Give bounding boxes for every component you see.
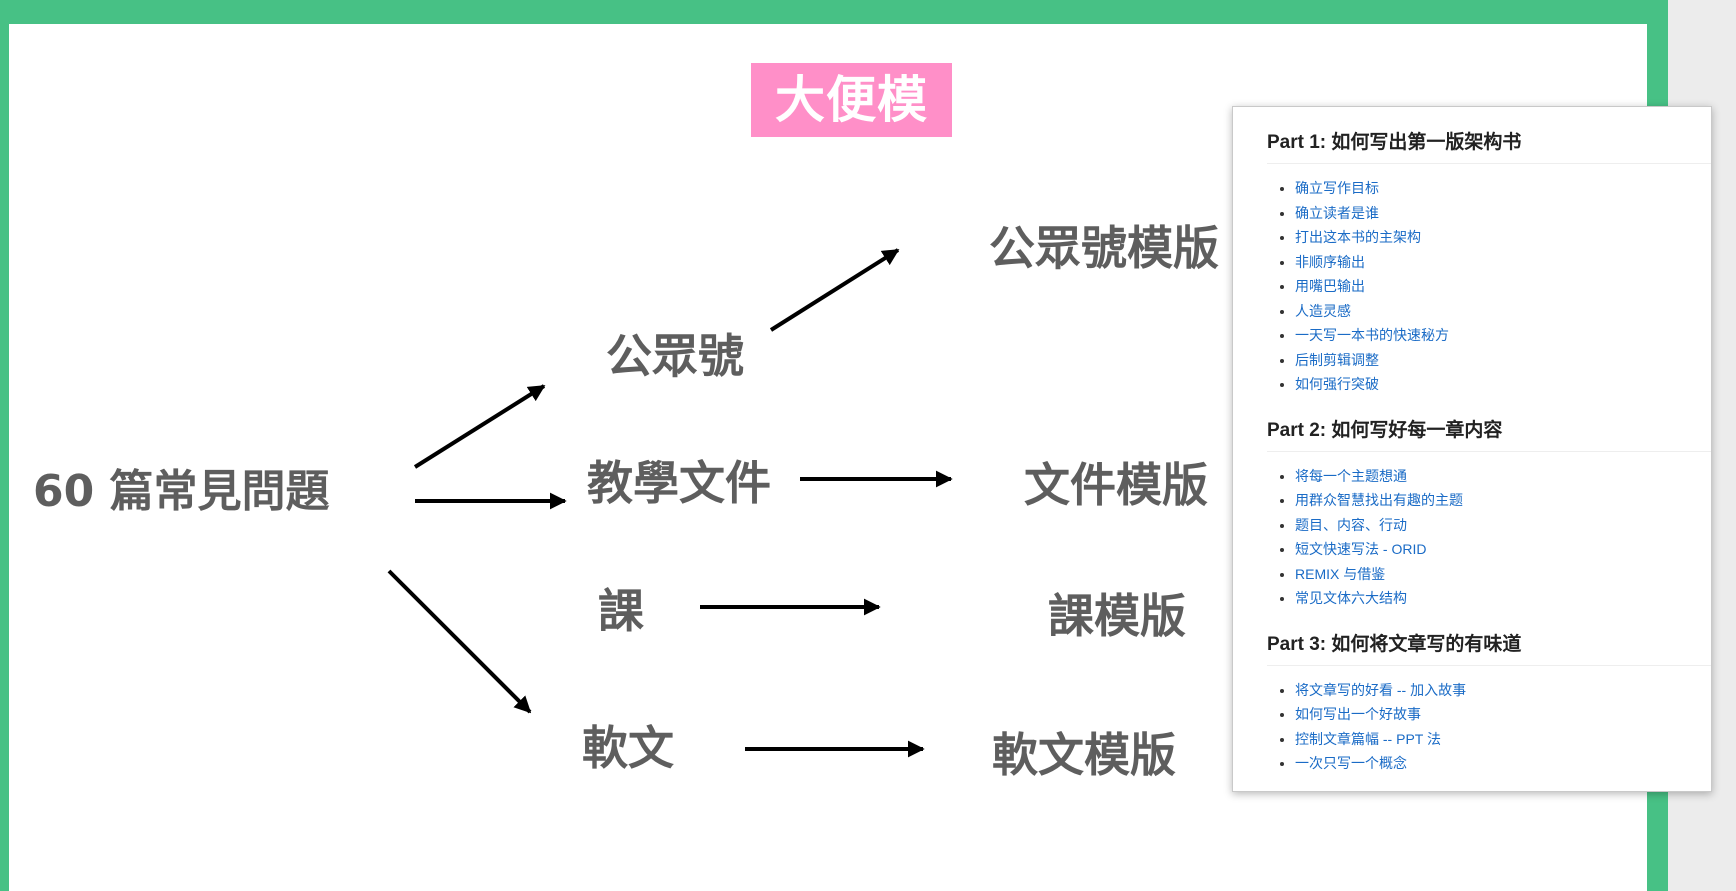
arrow-source-to-softtext bbox=[387, 569, 532, 714]
toc-list-item: REMIX 与借鉴 bbox=[1295, 562, 1711, 587]
toc-link[interactable]: 打出这本书的主架构 bbox=[1295, 229, 1421, 245]
toc-list-item: 打出这本书的主架构 bbox=[1295, 225, 1711, 250]
source-node: 60 篇常見問題 bbox=[33, 466, 330, 517]
toc-list-item: 如何强行突破 bbox=[1295, 372, 1711, 397]
toc-link[interactable]: 非顺序输出 bbox=[1295, 253, 1365, 270]
toc-list-item: 确立读者是谁 bbox=[1295, 201, 1711, 226]
toc-list-item: 题目、内容、行动 bbox=[1295, 513, 1711, 538]
toc-list-item: 短文快速写法 - ORID bbox=[1295, 537, 1711, 562]
arrow-source-to-wechat bbox=[413, 384, 546, 469]
table-of-contents-panel: Part 1: 如何写出第一版架构书 确立写作目标 确立读者是谁 打出这本书的主… bbox=[1232, 106, 1712, 792]
template-node-wechat: 公眾號模版 bbox=[989, 221, 1219, 275]
toc-link[interactable]: REMIX 与借鉴 bbox=[1295, 565, 1386, 582]
toc-link[interactable]: 控制文章篇幅 -- PPT 法 bbox=[1295, 730, 1441, 747]
template-node-course: 課模版 bbox=[1048, 589, 1186, 643]
toc-list-item: 确立写作目标 bbox=[1295, 176, 1711, 201]
toc-section-heading: Part 3: 如何将文章写的有味道 bbox=[1267, 629, 1711, 666]
toc-link[interactable]: 一次只写一个概念 bbox=[1295, 755, 1407, 771]
toc-list-item: 一天写一本书的快速秘方 bbox=[1295, 323, 1711, 348]
channel-node-course: 課 bbox=[598, 584, 644, 638]
toc-link[interactable]: 短文快速写法 - ORID bbox=[1295, 541, 1427, 557]
toc-section-heading: Part 2: 如何写好每一章内容 bbox=[1267, 415, 1711, 452]
channel-node-wechat: 公眾號 bbox=[606, 329, 744, 383]
template-node-doc: 文件模版 bbox=[1024, 458, 1208, 512]
toc-list-item: 控制文章篇幅 -- PPT 法 bbox=[1295, 727, 1711, 752]
toc-list-item: 用嘴巴输出 bbox=[1295, 274, 1711, 299]
template-node-softtext: 軟文模版 bbox=[992, 728, 1176, 782]
toc-link[interactable]: 用嘴巴输出 bbox=[1295, 278, 1365, 294]
toc-list-item: 一次只写一个概念 bbox=[1295, 751, 1711, 776]
channel-node-tutorial: 教學文件 bbox=[587, 456, 771, 510]
toc-link[interactable]: 确立读者是谁 bbox=[1295, 204, 1379, 221]
toc-link[interactable]: 如何强行突破 bbox=[1295, 376, 1379, 392]
toc-list-item: 将文章写的好看 -- 加入故事 bbox=[1295, 678, 1711, 703]
toc-list-item: 如何写出一个好故事 bbox=[1295, 702, 1711, 727]
toc-link[interactable]: 将文章写的好看 -- 加入故事 bbox=[1295, 681, 1467, 698]
toc-link[interactable]: 如何写出一个好故事 bbox=[1295, 706, 1421, 722]
channel-node-softtext: 軟文 bbox=[582, 721, 674, 775]
toc-section-list: 将文章写的好看 -- 加入故事 如何写出一个好故事 控制文章篇幅 -- PPT … bbox=[1267, 678, 1711, 776]
toc-link[interactable]: 人造灵感 bbox=[1295, 302, 1351, 319]
toc-section-list: 确立写作目标 确立读者是谁 打出这本书的主架构 非顺序输出 用嘴巴输出 人造灵感… bbox=[1267, 176, 1711, 397]
toc-list-item: 常见文体六大结构 bbox=[1295, 586, 1711, 611]
arrow-wechat-to-template bbox=[769, 248, 900, 332]
toc-link[interactable]: 将每一个主题想通 bbox=[1295, 467, 1407, 484]
toc-link[interactable]: 一天写一本书的快速秘方 bbox=[1295, 327, 1449, 343]
toc-section-list: 将每一个主题想通 用群众智慧找出有趣的主题 题目、内容、行动 短文快速写法 - … bbox=[1267, 464, 1711, 611]
toc-list-item: 非顺序输出 bbox=[1295, 250, 1711, 275]
diagram-title: 大便模版 bbox=[751, 63, 952, 203]
toc-list-item: 人造灵感 bbox=[1295, 299, 1711, 324]
toc-link[interactable]: 确立写作目标 bbox=[1295, 180, 1379, 196]
toc-link[interactable]: 用群众智慧找出有趣的主题 bbox=[1295, 492, 1463, 508]
toc-link[interactable]: 常见文体六大结构 bbox=[1295, 590, 1407, 606]
toc-link[interactable]: 后制剪辑调整 bbox=[1295, 351, 1379, 368]
toc-section-heading: Part 1: 如何写出第一版架构书 bbox=[1267, 127, 1711, 164]
toc-list-item: 用群众智慧找出有趣的主题 bbox=[1295, 488, 1711, 513]
toc-list-item: 后制剪辑调整 bbox=[1295, 348, 1711, 373]
toc-list-item: 将每一个主题想通 bbox=[1295, 464, 1711, 489]
toc-link[interactable]: 题目、内容、行动 bbox=[1295, 516, 1407, 533]
